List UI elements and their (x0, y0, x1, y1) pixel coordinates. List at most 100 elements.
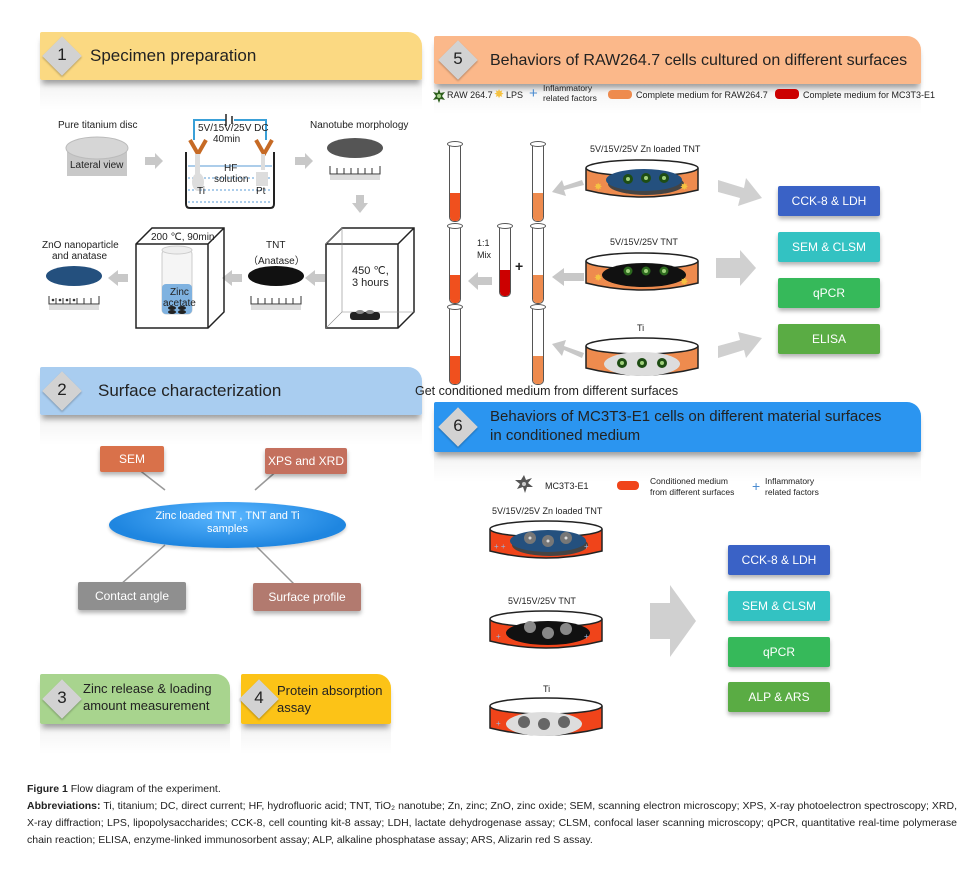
section-title: Specimen preparation (90, 46, 257, 65)
titanium-disc-icon (65, 136, 129, 176)
assay-box-cck8: CCK-8 & LDH (778, 186, 880, 216)
legend-medium-raw: Complete medium for RAW264.7 (636, 90, 768, 100)
legend-medium-mc: Complete medium for MC3T3-E1 (803, 90, 936, 100)
abbreviations-text: Ti, titanium; DC, direct current; HF, hy… (27, 800, 958, 846)
tube-mixed (447, 141, 463, 222)
arrow-right-icon (718, 332, 762, 358)
acetate-label: acetate (163, 298, 196, 309)
svg-text:+: + (584, 542, 589, 551)
figure-title-line: Figure 1 Flow diagram of the experiment. (27, 781, 957, 798)
hf-label: HF (224, 163, 238, 174)
svg-text:✸: ✸ (680, 277, 688, 288)
assay6-box-alp-ars: ALP & ARS (728, 682, 830, 712)
samples-ellipse: Zinc loaded TNT , TNT and Ti samples (109, 502, 346, 548)
inflammatory-factor-icon: + (752, 478, 761, 494)
dish6-label-zn-tnt: 5V/15V/25V Zn loaded TNT (492, 506, 603, 516)
figure-title: Flow diagram of the experiment. (70, 783, 221, 795)
section4-line1: Protein absorption (277, 683, 383, 698)
svg-text:+: + (496, 632, 501, 641)
medium-raw-swatch (608, 90, 632, 99)
mix-label: Mix (477, 250, 491, 260)
dish-tnt-icon: ✸✸ (585, 252, 699, 291)
pure-ti-label: Pure titanium disc (58, 120, 138, 131)
lateral-view-label: Lateral view (70, 160, 124, 171)
section6-banner: 6 Behaviors of MC3T3-E1 cells on differe… (434, 402, 921, 482)
svg-text:✸: ✸ (680, 182, 688, 193)
assay-box-sem-clsm: SEM & CLSM (778, 232, 880, 262)
hydrothermal-label: 200 ℃, 90min (151, 232, 215, 243)
arrow-left-icon (305, 270, 325, 286)
arrow-right-icon (145, 153, 163, 169)
plus-label: + (515, 258, 524, 274)
step-number: 2 (57, 380, 67, 399)
tnt-disc-icon (248, 266, 304, 310)
mix-ratio-label: 1:1 (477, 238, 490, 248)
step-number: 4 (254, 688, 264, 707)
legend-inflam1-6: Inflammatory (765, 476, 815, 486)
anodization-cell-icon (185, 114, 275, 209)
ti-electrode-label: Ti (197, 186, 205, 197)
assay6-box-qpcr: qPCR (728, 637, 830, 667)
arrow-right-icon (718, 178, 762, 206)
arrow-left-icon (552, 340, 584, 358)
section3-banner: 3 Zinc release & loading amount measurem… (40, 674, 230, 754)
anneal-time-label: 3 hours (352, 277, 389, 289)
dish-zn-tnt-icon: ✸✸ (585, 159, 699, 198)
assay6-box-sem-clsm: SEM & CLSM (728, 591, 830, 621)
legend-inflam2-6: related factors (765, 487, 819, 497)
tube-conditioned (530, 304, 546, 385)
svg-text:+: + (584, 632, 589, 641)
dish6-tnt-icon: ++ (489, 610, 603, 649)
step-number: 6 (453, 416, 463, 435)
section4-line2: assay (277, 700, 311, 715)
figure-label: Figure 1 (27, 783, 68, 795)
section-title: Behaviors of RAW264.7 cells cultured on … (490, 52, 908, 69)
tube-conditioned (530, 141, 546, 222)
inflammatory-factor-icon: + (529, 85, 538, 102)
zno-label-line1: ZnO nanoparticle (42, 240, 119, 251)
time-label: 40min (213, 134, 241, 145)
solution-label: solution (214, 174, 249, 185)
xps-xrd-node: XPS and XRD (265, 448, 347, 474)
arrow-left-icon (222, 270, 242, 286)
zinc-label: Zinc (170, 287, 189, 298)
tube-mc3t3-medium (497, 223, 513, 297)
dish6-ti-icon: + (489, 697, 603, 736)
lps-icon: ✸ (494, 87, 505, 101)
hydrothermal-box-icon (135, 227, 225, 329)
arrow-left-icon (552, 268, 584, 286)
furnace-box-icon (325, 227, 415, 329)
legend-cond1: Conditioned medium (650, 476, 728, 486)
arrow-right-icon (716, 250, 756, 286)
nanotube-disc-icon (327, 138, 383, 180)
abbreviations-label: Abbreviations: (27, 800, 101, 812)
big-arrow-right-icon (650, 585, 696, 657)
assay-box-qpcr: qPCR (778, 278, 880, 308)
tube-mixed (447, 304, 463, 385)
arrow-left-icon (552, 180, 584, 196)
dish-label-zn-tnt: 5V/15V/25V Zn loaded TNT (590, 144, 701, 154)
legend-raw: RAW 264.7 (447, 90, 493, 100)
dish6-zn-tnt-icon: + ++ (489, 520, 603, 559)
arrow-left-icon (468, 272, 492, 290)
contact-angle-node: Contact angle (78, 582, 186, 610)
dish-label-tnt: 5V/15V/25V TNT (610, 237, 678, 247)
svg-text:✸: ✸ (594, 273, 602, 284)
section5-banner: 5 Behaviors of RAW264.7 cells cultured o… (434, 36, 921, 114)
step-number: 5 (453, 49, 463, 68)
dish-ti-icon (585, 337, 699, 376)
voltage-label: 5V/15V/25V DC (198, 123, 269, 134)
dish6-label-ti: Ti (543, 684, 551, 694)
zno-label-line2: and anatase (52, 251, 108, 262)
legend-inflam2: related factors (543, 93, 597, 103)
section4-banner: 4 Protein absorption assay (239, 674, 391, 754)
step-number: 3 (57, 688, 67, 707)
arrow-down-icon (352, 195, 368, 213)
raw-cell-icon (433, 89, 445, 103)
anatase-label: （Anatase） (248, 256, 305, 267)
legend-lps: LPS (506, 90, 524, 100)
samples-line1: Zinc loaded TNT , TNT and Ti (155, 510, 300, 522)
figure-caption: Figure 1 Flow diagram of the experiment.… (27, 781, 957, 849)
nanotube-morphology-label: Nanotube morphology (310, 120, 409, 131)
dish-label-ti: Ti (637, 323, 645, 333)
